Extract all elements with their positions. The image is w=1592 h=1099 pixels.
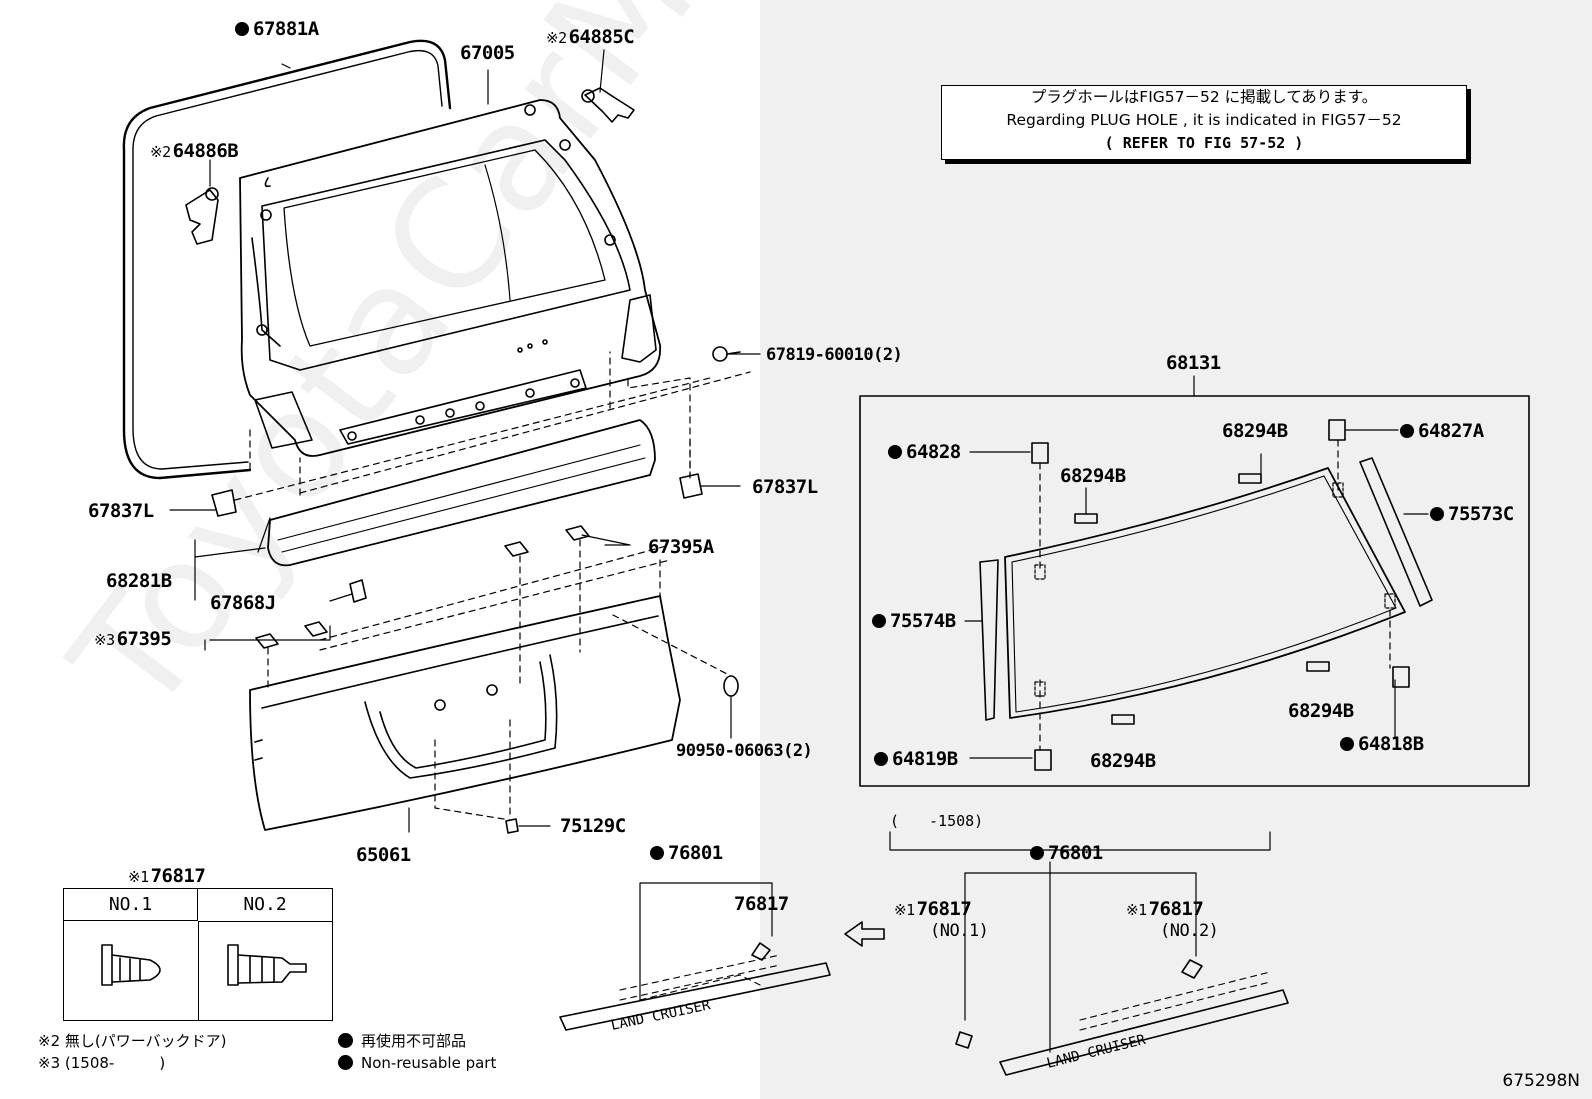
table-header-no1: NO.1 xyxy=(64,889,198,921)
emblem-text-left: LAND CRUISER xyxy=(610,997,713,1034)
label-90950[interactable]: 90950-06063(2) xyxy=(676,741,813,761)
garnish-68281B xyxy=(267,419,656,567)
emblem-left: LAND CRUISER xyxy=(559,882,831,1034)
mark-1: ※1 xyxy=(894,901,915,919)
label-no1-paren: (NO.1) xyxy=(930,921,989,941)
note-line-1: プラグホールはFIG57－52 に掲載してあります。 xyxy=(1030,88,1378,106)
clip-67868J xyxy=(349,579,367,603)
label-68294B-d[interactable]: 68294B xyxy=(1090,750,1156,772)
table-divider xyxy=(198,921,199,1020)
part-number: 64886B xyxy=(172,140,239,162)
label-75573C[interactable]: 75573C xyxy=(1430,503,1514,525)
clip-76817-no1-drawing xyxy=(101,944,161,986)
label-68294B-a[interactable]: 68294B xyxy=(1222,420,1288,442)
mark-1: ※1 xyxy=(128,868,149,886)
label-67868J[interactable]: 67868J xyxy=(210,592,276,614)
note-line-2: Regarding PLUG HOLE , it is indicated in… xyxy=(1006,111,1402,129)
label-68281B[interactable]: 68281B xyxy=(106,570,172,592)
clip-76817-no2-drawing xyxy=(227,944,307,986)
label-67881A[interactable]: 67881A xyxy=(235,18,319,40)
footnotes: ※2 無し(パワーバックドア) ※3 (1508- ) xyxy=(38,1030,226,1074)
leader-lines-right xyxy=(1034,439,1396,751)
part-number: 64885C xyxy=(568,26,635,48)
mark-3: ※3 xyxy=(94,631,115,649)
label-76801-right[interactable]: 76801 xyxy=(1030,842,1103,864)
label-67837L-right[interactable]: 67837L xyxy=(752,476,818,498)
label-64827A[interactable]: 64827A xyxy=(1400,420,1484,442)
catalog-id: 675298N xyxy=(1502,1071,1580,1091)
cushions xyxy=(255,525,590,649)
leader-lines-solid xyxy=(169,49,761,833)
label-64818B[interactable]: 64818B xyxy=(1340,733,1424,755)
clip-67837L-right xyxy=(679,473,703,499)
part-number: 76817 xyxy=(150,865,206,887)
mark-2: ※2 xyxy=(546,29,567,47)
hinge-64885C xyxy=(581,87,635,123)
label-68294B-b[interactable]: 68294B xyxy=(1060,465,1126,487)
clip-75129C xyxy=(505,818,519,834)
label-64819B[interactable]: 64819B xyxy=(874,748,958,770)
clip-67837L-left xyxy=(211,489,237,517)
label-75574B[interactable]: 75574B xyxy=(872,610,956,632)
label-no2-paren: (NO.2) xyxy=(1160,921,1219,941)
label-76801-left[interactable]: 76801 xyxy=(650,842,723,864)
note-line-3: ( REFER TO FIG 57-52 ) xyxy=(1104,134,1304,152)
label-75129C[interactable]: 75129C xyxy=(560,815,626,837)
label-67005[interactable]: 67005 xyxy=(460,42,515,64)
label-68131[interactable]: 68131 xyxy=(1166,352,1221,374)
arrow-icon xyxy=(844,921,885,947)
plug-90950 xyxy=(723,675,739,697)
right-panel-background xyxy=(760,0,1592,1099)
footnote-3: ※3 (1508- ) xyxy=(38,1054,166,1072)
plug-hole-note: プラグホールはFIG57－52 に掲載してあります。 Regarding PLU… xyxy=(941,85,1467,160)
legend-nonreusable-jp: 再使用不可部品 xyxy=(338,1030,496,1052)
hinge-64886B xyxy=(185,187,219,245)
leader-lines-left xyxy=(234,351,751,821)
range-label: ( -1508) xyxy=(890,812,984,830)
emblem-right: LAND CRUISER xyxy=(889,831,1289,1076)
weatherstrip-67881A xyxy=(122,39,452,480)
label-76817-left[interactable]: 76817 xyxy=(734,893,789,915)
part-number: 76817 xyxy=(916,898,972,920)
legend-nonreusable-en: Non-reusable part xyxy=(338,1052,496,1074)
mark-2: ※2 xyxy=(150,143,171,161)
legend-nonreusable: 再使用不可部品 Non-reusable part xyxy=(338,1030,496,1074)
footnote-2: ※2 無し(パワーバックドア) xyxy=(38,1032,227,1050)
window-glass-assembly xyxy=(859,375,1530,787)
outer-panel-65061 xyxy=(249,595,681,831)
part-number: 76817 xyxy=(1148,898,1204,920)
label-68294B-c[interactable]: 68294B xyxy=(1288,700,1354,722)
label-67395A[interactable]: 67395A xyxy=(648,536,714,558)
leader-lines-right-solid xyxy=(964,429,1429,759)
label-67819[interactable]: 67819-60010(2) xyxy=(766,345,903,365)
label-67837L-left[interactable]: 67837L xyxy=(88,500,154,522)
mark-1: ※1 xyxy=(1126,901,1147,919)
part-number: 67395 xyxy=(116,628,172,650)
label-65061[interactable]: 65061 xyxy=(356,844,411,866)
table-header-no2: NO.2 xyxy=(198,889,332,922)
clip-comparison-table: NO.1 NO.2 xyxy=(63,888,333,1021)
label-64828[interactable]: 64828 xyxy=(888,441,961,463)
back-door-panel xyxy=(239,99,662,457)
